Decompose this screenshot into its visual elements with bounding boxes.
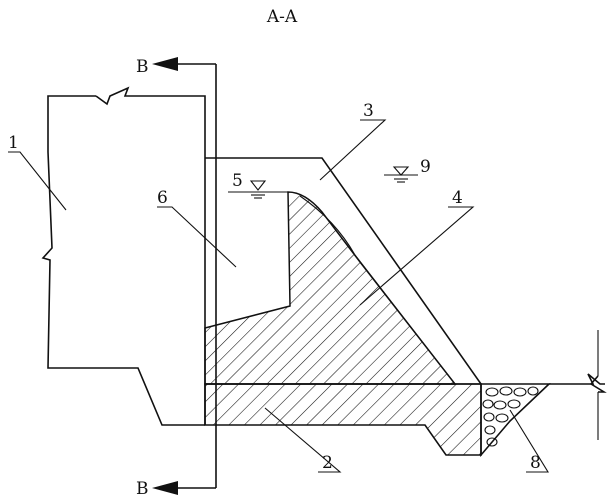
callout-5: 5 <box>232 171 243 191</box>
water-level-icon <box>249 180 267 191</box>
existing-structure-1 <box>41 86 206 426</box>
riprap-toe-8 <box>480 383 552 458</box>
section-mark-bottom: B <box>136 479 149 499</box>
ground-line <box>549 330 607 440</box>
water-level-icon <box>392 166 410 176</box>
arrow-bottom-icon <box>152 481 178 495</box>
callout-4: 4 <box>452 188 463 208</box>
callout-6: 6 <box>157 188 168 208</box>
water-level-5 <box>228 180 288 199</box>
callout-9: 9 <box>420 157 431 177</box>
base-slab-2 <box>204 383 482 456</box>
arrow-top-icon <box>152 57 178 71</box>
callout-3: 3 <box>363 101 374 121</box>
callout-8: 8 <box>530 453 541 473</box>
section-title: A-A <box>266 7 298 27</box>
section-mark-top: B <box>136 57 149 77</box>
leader-lines <box>8 119 549 473</box>
section-cut-line <box>152 57 217 495</box>
callout-2: 2 <box>322 453 333 473</box>
inner-slope-line <box>299 195 456 385</box>
water-level-9 <box>384 166 418 183</box>
callout-1: 1 <box>8 133 19 153</box>
slope-outline-3 <box>205 157 482 385</box>
